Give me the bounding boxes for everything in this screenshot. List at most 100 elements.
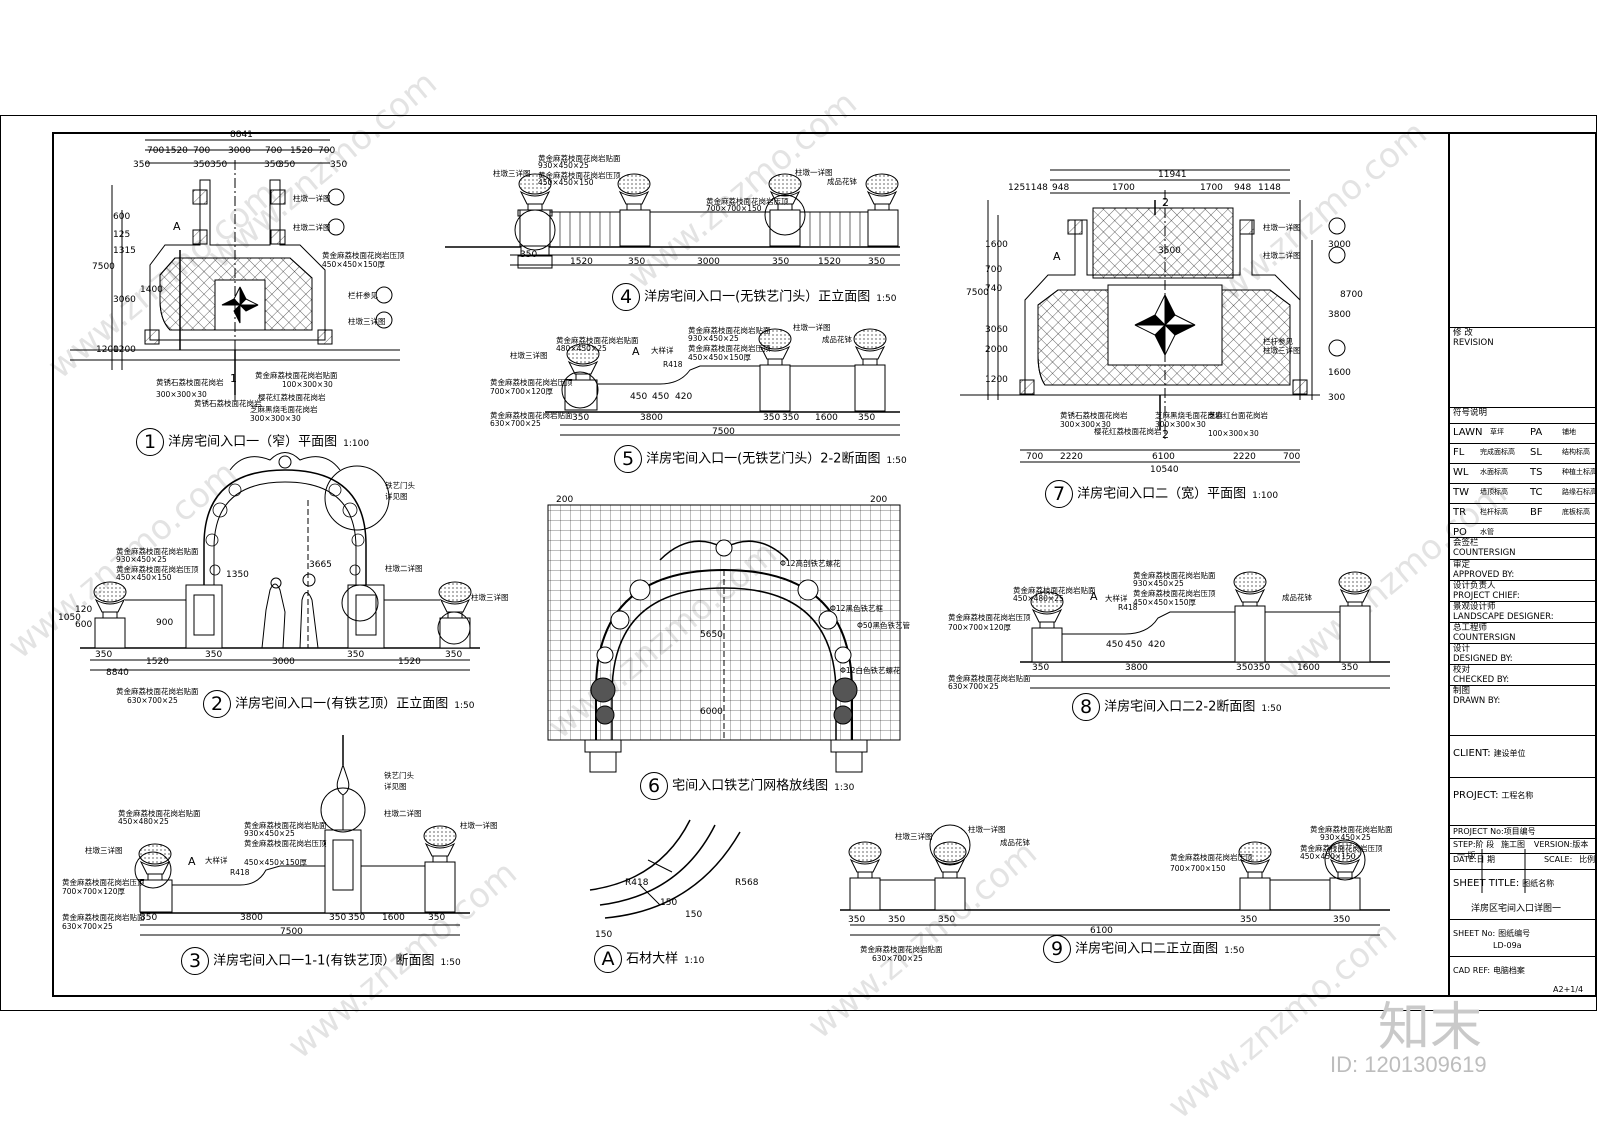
dim-text: 1600: [382, 913, 405, 923]
label-size: 700×700×120厚: [948, 623, 1012, 632]
label-pillar3: 柱墩三详图: [471, 593, 509, 602]
dim-text: 350: [858, 413, 876, 423]
symbol-title: 符号说明: [1450, 407, 1597, 423]
dim-text: 1200: [985, 375, 1008, 385]
label-ironart: 详见图: [384, 782, 407, 791]
checked-row: 校对 CHECKED BY:: [1450, 664, 1597, 685]
sheet-title-row: SHEET TITLE: 图纸名称 洋房区宅间入口详图一: [1450, 869, 1597, 919]
label-flower: 成品花钵: [1000, 838, 1030, 847]
dim-text: 1148: [1258, 183, 1281, 193]
label-size: 630×700×25: [62, 922, 113, 931]
label-size: 630×700×25: [490, 419, 541, 428]
dim-text: 120: [75, 605, 93, 615]
label-size: 930×450×25: [244, 829, 295, 838]
label-stone: 黄金麻荔枝面花岗岩贴面: [1310, 825, 1393, 834]
label-stone: 黄金麻荔枝面花岗岩压顶: [62, 878, 145, 887]
label-stone: 黄金麻荔枝面花岗岩压顶: [706, 197, 789, 206]
brand-logo: 知末: [1378, 998, 1483, 1058]
label-stone: 黄金麻荔枝面花岗岩贴面: [255, 371, 338, 380]
dim-text: 7500: [280, 927, 303, 937]
label-stone: 黄金麻荔枝面花岗岩贴面: [490, 411, 573, 420]
label-rail: 栏杆参见: [1263, 337, 1293, 346]
dim-text: 1700: [1200, 183, 1223, 193]
label-size: 100×300×30: [1208, 429, 1259, 438]
label-stone: 黄金麻荔枝面花岗岩贴面: [62, 913, 145, 922]
dim-text: 1520: [398, 657, 421, 667]
label-stone: 黄锈石荔枝面花岗岩: [194, 399, 262, 408]
label-size: 700×700×120厚: [62, 887, 126, 896]
section-3: [134, 735, 470, 936]
dim-text: 350: [445, 650, 463, 660]
label-size: 300×300×30: [250, 414, 301, 423]
label-stone: 樱花红荔枝面花岗岩: [258, 393, 326, 402]
label-rail: 栏杆参见: [348, 291, 378, 300]
dim-text: 948: [1234, 183, 1252, 193]
countersign-row: 会签栏 COUNTERSIGN: [1450, 537, 1597, 559]
dim-text: 1520: [165, 146, 188, 156]
label-size: 450×450×150: [1300, 852, 1356, 861]
section-marker: A: [632, 345, 640, 358]
image-id: ID: 1201309619: [1330, 1052, 1487, 1077]
dim-text: 1520: [290, 146, 313, 156]
dim-text: 350: [572, 413, 590, 423]
dim-text: 350: [1341, 663, 1359, 673]
dim-text: R568: [735, 878, 759, 888]
label-stone: 黄金麻荔枝面花岗岩贴面: [1013, 586, 1096, 595]
section-marker: A: [188, 855, 196, 868]
label-stone: 黄金麻荔枝面花岗岩贴面: [116, 547, 199, 556]
dim-text: 125: [1008, 183, 1026, 193]
label-stone: 芝麻黑烧毛面花岗岩: [1155, 411, 1223, 420]
label-ring: Φ50黑色铁艺管: [857, 621, 910, 630]
dim-text: 8840: [106, 668, 129, 678]
label-ironart: 铁艺门头: [385, 481, 415, 490]
dim-text: 350: [193, 160, 211, 170]
dim-text: 150: [595, 930, 613, 940]
elevation-9: [840, 824, 1390, 936]
dim-text: 450: [630, 392, 648, 402]
client-row: CLIENT: 建设单位: [1450, 735, 1597, 777]
section-marker: A: [1053, 250, 1061, 263]
dim-text: 420: [675, 392, 693, 402]
label-pillar3: 柱墩三详图: [1263, 346, 1301, 355]
dim-text: 11941: [1158, 170, 1187, 180]
dim-text: 1350: [226, 570, 249, 580]
chief-row: 设计负责人 PROJECT CHIEF:: [1450, 580, 1597, 601]
dim-text: 350: [1240, 915, 1258, 925]
label-size: 450×450×150厚: [244, 858, 308, 867]
label-stone: 黄金麻荔枝面花岗岩贴面: [116, 687, 199, 696]
label-size: 930×450×25: [538, 161, 589, 170]
section-marker: 2: [1162, 196, 1169, 209]
dim-text: 8700: [1340, 290, 1363, 300]
label-stone: 黄金麻荔枝面花岗岩压顶: [538, 171, 621, 180]
dim-text: 350: [330, 160, 348, 170]
dim-text: 350: [763, 413, 781, 423]
label-size: 300×300×30: [1155, 420, 1206, 429]
dim-text: 350: [133, 160, 151, 170]
title-block-lines: [1481, 849, 1526, 893]
dim-text: 350: [1333, 915, 1351, 925]
label-pillar2: 柱墩二详图: [385, 564, 423, 573]
label-stone: 黄金麻荔枝面花岗岩压顶: [1133, 589, 1216, 598]
cad-row: CAD REF: 电脑档案: [1450, 956, 1597, 995]
label-pillar2: 柱墩二详图: [384, 809, 422, 818]
dim-text: 7500: [712, 427, 735, 437]
dim-text: 3060: [985, 325, 1008, 335]
dim-text: 7500: [92, 262, 115, 272]
label-pillar3: 柱墩三详图: [348, 317, 386, 326]
dim-text: 1600: [1297, 663, 1320, 673]
label-size: 630×700×25: [948, 682, 999, 691]
dim-text: 350: [868, 257, 886, 267]
label-pillar1: 柱墩一详图: [795, 168, 833, 177]
dim-text: 1520: [570, 257, 593, 267]
dim-text: 300: [1328, 393, 1346, 403]
dim-text: 700: [193, 146, 211, 156]
